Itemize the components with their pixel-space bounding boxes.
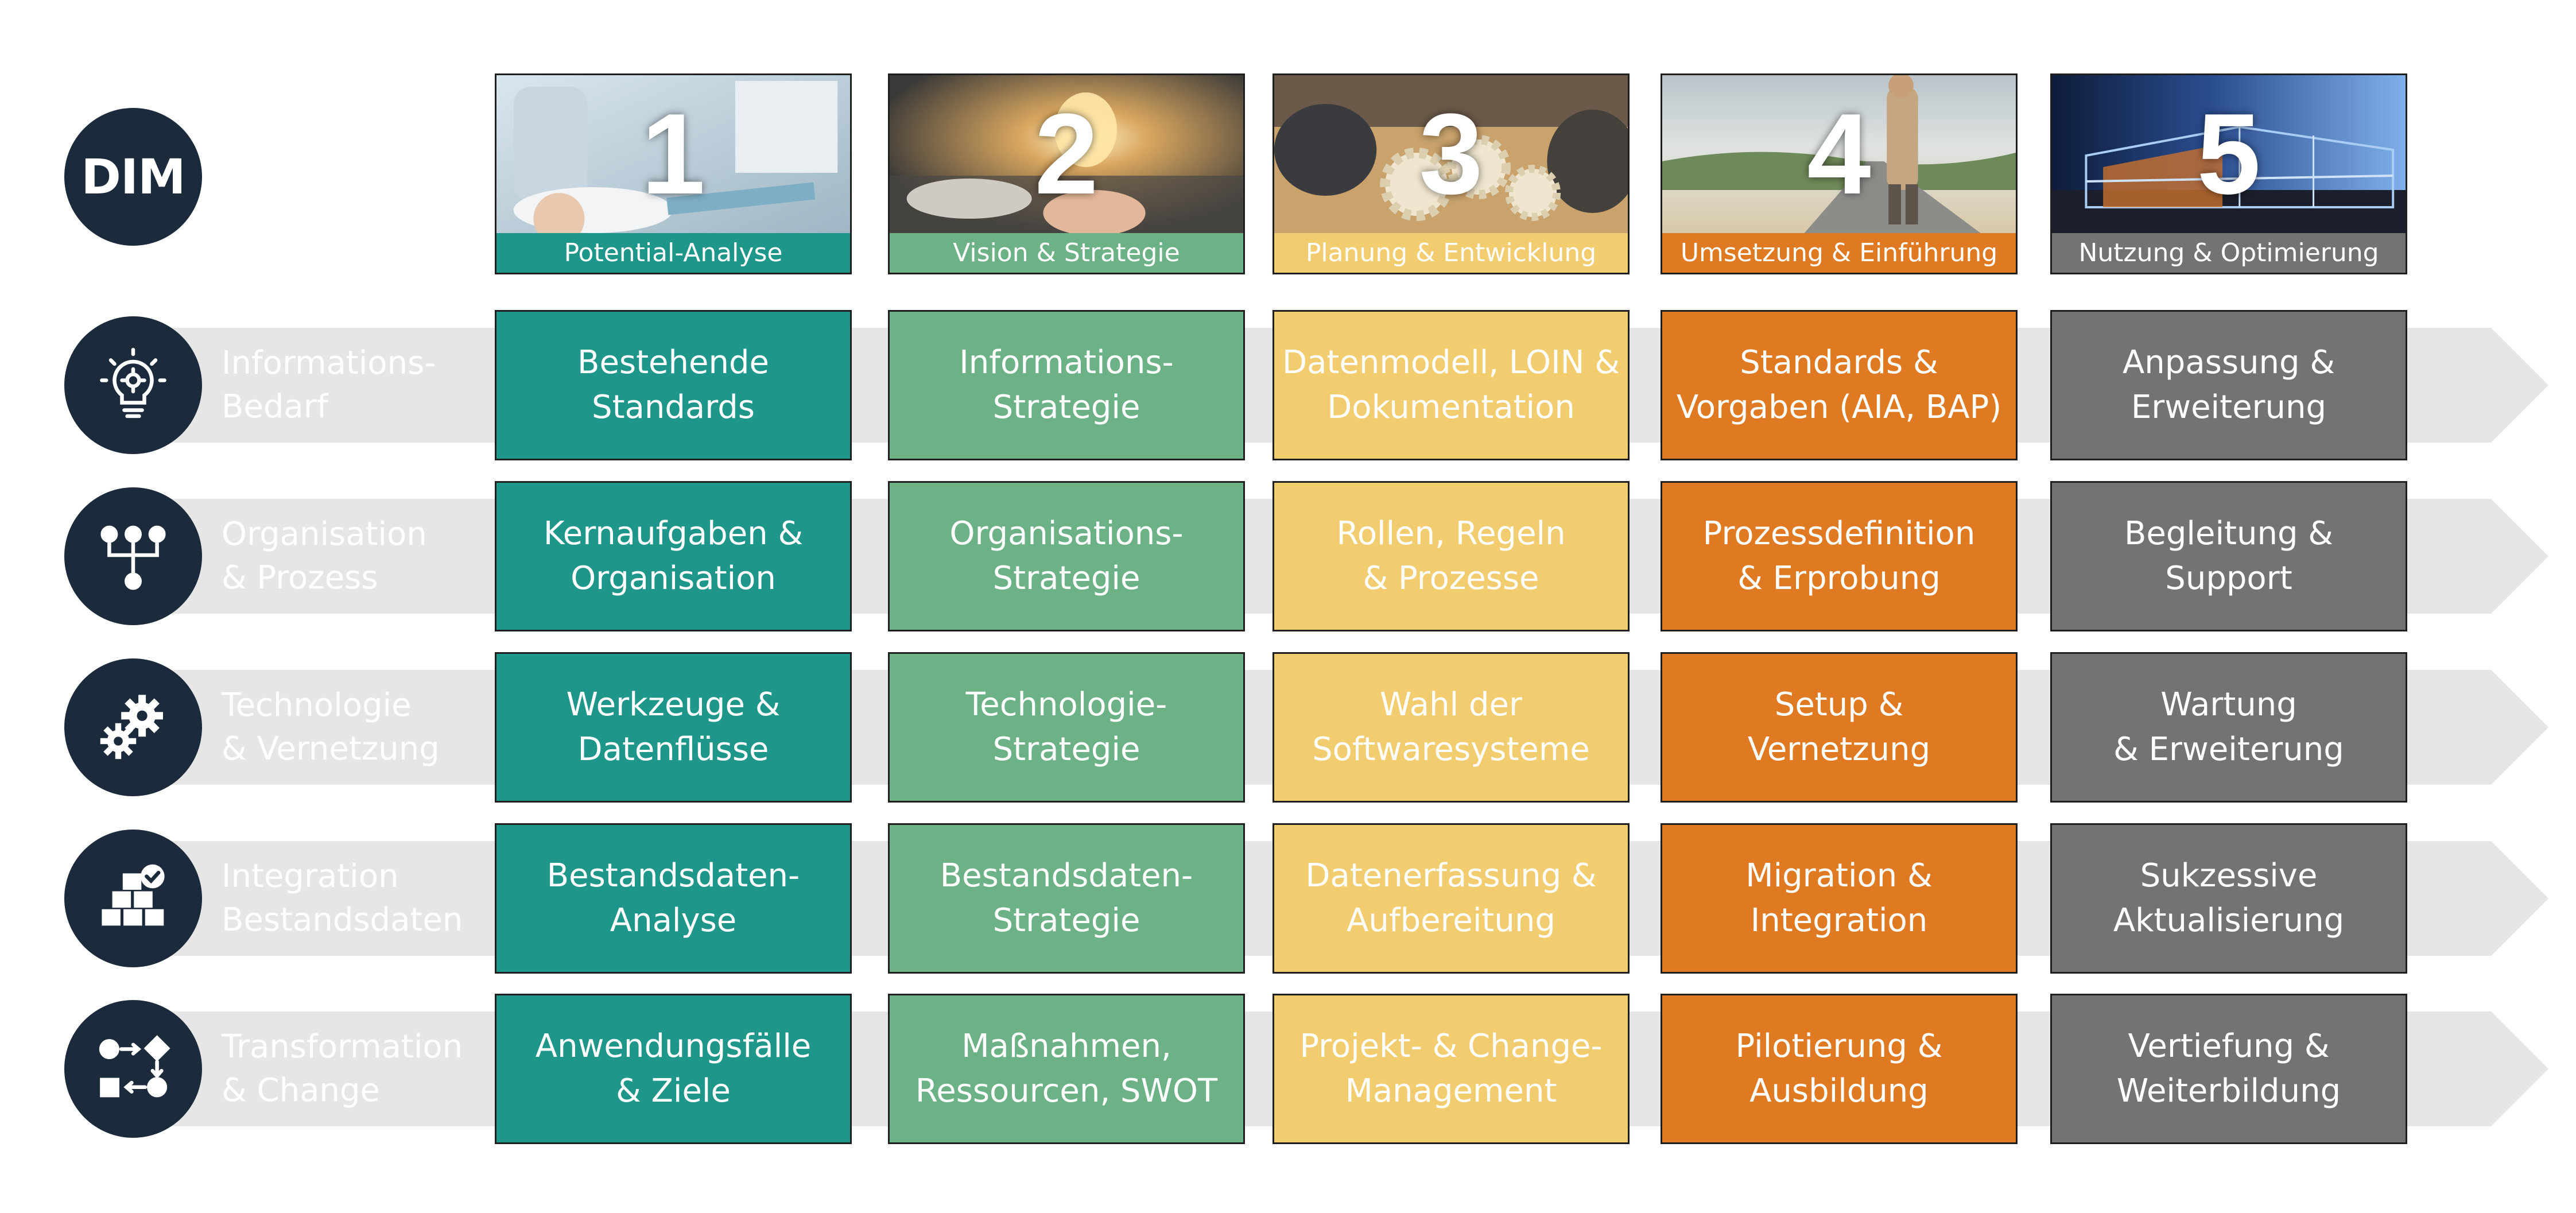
phase-number: 5	[2197, 90, 2261, 218]
row-label: Organisation & Prozess	[222, 516, 427, 596]
row-label: Transformation & Change	[222, 1028, 463, 1109]
matrix-cell: Kernaufgaben & Organisation	[495, 481, 852, 631]
phase-photo-building	[2052, 75, 2406, 233]
row-label: Technologie & Vernetzung	[222, 687, 440, 768]
row-icon-circle	[64, 830, 202, 967]
row-icon-circle	[64, 316, 202, 454]
matrix-cell: Wahl der Softwaresysteme	[1273, 652, 1630, 803]
matrix-cell: Migration & Integration	[1661, 823, 2018, 974]
matrix-cell: Vertiefung & Weiterbildung	[2050, 994, 2407, 1144]
matrix-cell: Sukzessive Aktualisierung	[2050, 823, 2407, 974]
matrix-cell: Bestandsdaten- Analyse	[495, 823, 852, 974]
matrix-cell: Organisations- Strategie	[888, 481, 1245, 631]
phase-number: 3	[1419, 90, 1483, 218]
phase-label: Potential-Analyse	[496, 233, 850, 273]
phase-label: Vision & Strategie	[890, 233, 1243, 273]
boxes-check-icon	[96, 860, 170, 937]
row-label: Integration Bestandsdaten	[222, 858, 463, 939]
phase-label: Umsetzung & Einführung	[1662, 233, 2016, 273]
matrix-cell: Datenmodell, LOIN & Dokumentation	[1273, 310, 1630, 460]
phase-header-2: 2 Vision & Strategie	[888, 73, 1245, 274]
matrix-cell: Standards & Vorgaben (AIA, BAP)	[1661, 310, 2018, 460]
matrix-cell: Bestehende Standards	[495, 310, 852, 460]
phase-photo-analysis	[496, 75, 850, 233]
phase-number: 2	[1034, 90, 1099, 218]
lightbulb-gear-icon	[96, 347, 170, 424]
matrix-cell: Prozessdefinition & Erprobung	[1661, 481, 2018, 631]
dim-badge: DIM	[64, 108, 202, 246]
matrix-cell: Projekt- & Change- Management	[1273, 994, 1630, 1144]
matrix-cell: Pilotierung & Ausbildung	[1661, 994, 2018, 1144]
row-icon-circle	[64, 487, 202, 625]
matrix-cell: Maßnahmen, Ressourcen, SWOT	[888, 994, 1245, 1144]
gears-icon	[96, 689, 170, 766]
matrix-cell: Informations- Strategie	[888, 310, 1245, 460]
matrix-cell: Wartung & Erweiterung	[2050, 652, 2407, 803]
phase-photo-road	[1662, 75, 2016, 233]
phase-header-4: 4 Umsetzung & Einführung	[1661, 73, 2018, 274]
phase-number: 4	[1807, 90, 1871, 218]
phase-header-1: 1 Potential-Analyse	[495, 73, 852, 274]
matrix-cell: Anwendungsfälle & Ziele	[495, 994, 852, 1144]
matrix-cell: Setup & Vernetzung	[1661, 652, 2018, 803]
matrix-cell: Werkzeuge & Datenflüsse	[495, 652, 852, 803]
row-icon-circle	[64, 1000, 202, 1138]
matrix-cell: Begleitung & Support	[2050, 481, 2407, 631]
row-icon-circle	[64, 658, 202, 796]
phase-label: Planung & Entwicklung	[1274, 233, 1628, 273]
workflow-icon	[96, 1030, 170, 1107]
row-label: Informations- Bedarf	[222, 344, 436, 425]
phase-label: Nutzung & Optimierung	[2052, 233, 2406, 273]
phase-header-3: 3 Planung & Entwicklung	[1273, 73, 1630, 274]
phase-photo-lightbulb	[890, 75, 1243, 233]
matrix-cell: Bestandsdaten- Strategie	[888, 823, 1245, 974]
phase-number: 1	[641, 90, 705, 218]
matrix-cell: Rollen, Regeln & Prozesse	[1273, 481, 1630, 631]
matrix-cell: Datenerfassung & Aufbereitung	[1273, 823, 1630, 974]
matrix-cell: Technologie- Strategie	[888, 652, 1245, 803]
phase-photo-gears	[1274, 75, 1628, 233]
phase-header-5: 5 Nutzung & Optimierung	[2050, 73, 2407, 274]
matrix-cell: Anpassung & Erweiterung	[2050, 310, 2407, 460]
org-chart-icon	[96, 518, 170, 595]
